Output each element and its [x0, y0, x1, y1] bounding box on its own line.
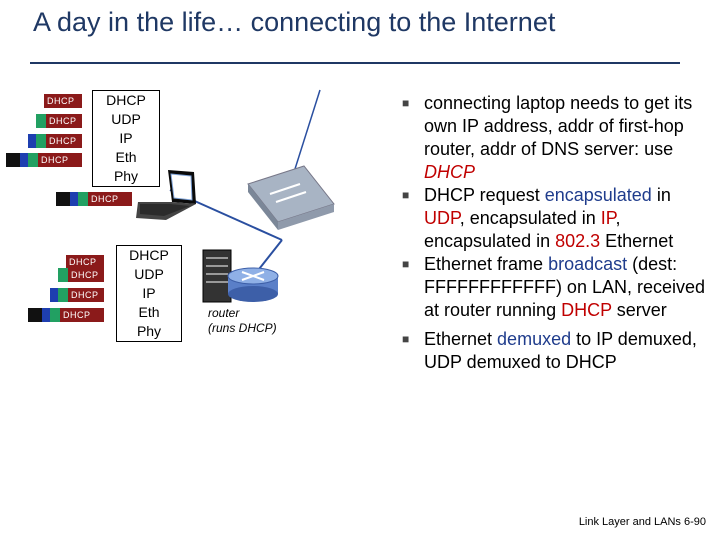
router-protocol-stack: DHCP UDP IP Eth Phy — [116, 245, 182, 342]
bullet-marker: ■ — [402, 188, 410, 202]
bullet-marker: ■ — [402, 257, 410, 271]
bullet-item: ■ Ethernet demuxed to IP demuxed, UDP dem… — [400, 328, 705, 374]
packet-label: DHCP — [63, 310, 91, 320]
title-underline — [30, 62, 680, 64]
packet-ip-layer: DHCP — [50, 288, 104, 302]
stack-layer-transport: UDP — [111, 111, 141, 127]
bullet-marker: ■ — [402, 332, 410, 346]
bullet-text-run: to IP demuxed, UDP demuxed to DHCP — [424, 329, 697, 372]
bullet-text-run: UDP — [424, 208, 460, 228]
packet-ip-layer: DHCP — [28, 134, 82, 148]
packet-label: DHCP — [41, 155, 69, 165]
packet-eth-layer: DHCP — [6, 153, 82, 167]
packet-in-transit: DHCP — [56, 192, 132, 206]
packet-label: DHCP — [49, 116, 77, 126]
bullet-text-run: DHCP — [561, 300, 612, 320]
switch-icon — [247, 165, 335, 230]
bullet-text-run: , encapsulated in — [424, 208, 621, 251]
bullet-text-run: , encapsulated in — [459, 208, 601, 228]
packet-label: DHCP — [91, 194, 119, 204]
router-icon — [227, 267, 279, 302]
bullet-text-run: (dest: FFFFFFFFFFFF) on LAN, received at… — [424, 254, 706, 320]
packet-label: DHCP — [47, 96, 75, 106]
slide-footer: Link Layer and LANs 6-90 — [578, 516, 706, 528]
bullet-list: ■ connecting laptop needs to get its own … — [400, 92, 705, 374]
packet-label: DHCP — [71, 290, 99, 300]
bullet-text-run: connecting laptop needs to get its own I… — [424, 93, 693, 159]
stack-layer-physical: Phy — [113, 168, 139, 184]
bullet-item: ■ Ethernet frame broadcast (dest: FFFFFFF… — [400, 253, 705, 322]
server-icon — [202, 249, 232, 303]
bullet-text-run: Ethernet — [424, 329, 498, 349]
bullet-text-run: DHCP request — [424, 185, 545, 205]
bullet-text-run: Ethernet frame — [424, 254, 549, 274]
network-diagram — [136, 89, 335, 303]
laptop-icon — [136, 170, 196, 220]
router-label-name: router — [208, 306, 240, 320]
bullet-text-run: broadcast — [548, 254, 628, 274]
packet-label: DHCP — [71, 270, 99, 280]
bullet-text-run: encapsulated — [544, 185, 652, 205]
bullet-text-run: server — [611, 300, 667, 320]
bullet-text-run: IP — [600, 208, 616, 228]
bullet-text-run: demuxed — [497, 329, 572, 349]
bullet-item: ■ connecting laptop needs to get its own … — [400, 92, 705, 184]
laptop-protocol-stack: DHCP UDP IP Eth Phy — [92, 90, 160, 187]
stack-layer-transport: UDP — [134, 266, 164, 282]
stack-layer-link: Eth — [115, 149, 137, 165]
stack-layer-link: Eth — [138, 304, 160, 320]
stack-layer-network: IP — [119, 130, 133, 146]
bullet-text-run: 802.3 — [555, 231, 601, 251]
packet-udp-layer: DHCP — [36, 114, 82, 128]
slide-title: A day in the life… connecting to the Int… — [33, 7, 556, 37]
packet-udp-layer: DHCP — [58, 268, 104, 282]
stack-layer-app: DHCP — [106, 92, 146, 108]
stack-layer-network: IP — [142, 285, 156, 301]
bullet-text-run: in — [651, 185, 671, 205]
router-label-note: (runs DHCP) — [208, 321, 277, 335]
packet-dhcp-layer: DHCP — [44, 94, 82, 108]
bullet-text-run: DHCP — [424, 162, 476, 182]
packet-eth-layer: DHCP — [28, 308, 104, 322]
packet-dhcp-layer: DHCP — [66, 255, 104, 269]
stack-layer-app: DHCP — [129, 247, 169, 263]
stack-layer-physical: Phy — [136, 323, 162, 339]
router-label: router (runs DHCP) — [208, 306, 277, 336]
bullet-marker: ■ — [402, 96, 410, 110]
packet-label: DHCP — [69, 257, 97, 267]
packet-label: DHCP — [49, 136, 77, 146]
bullet-item: ■ DHCP request encapsulated in UDP, encap… — [400, 184, 705, 253]
bullet-text-run: Ethernet — [600, 231, 674, 251]
